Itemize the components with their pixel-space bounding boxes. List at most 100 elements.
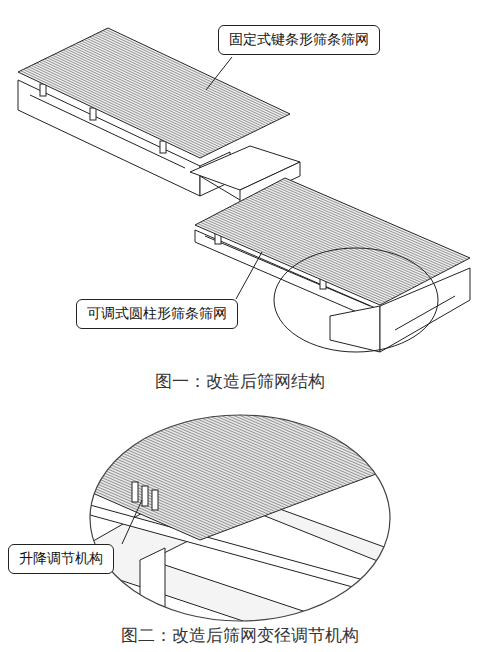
screen-bar [160, 425, 320, 495]
screen-bar [61, 462, 221, 532]
screen-bar [246, 393, 406, 463]
screen-bar [184, 416, 344, 486]
screen-bar [58, 53, 240, 139]
screen-bar [37, 63, 219, 149]
screen-bar [277, 381, 437, 451]
screen-bar [42, 60, 224, 146]
screen-bar [282, 179, 467, 259]
screen-bar [88, 452, 248, 522]
screen-bar [136, 434, 296, 504]
screen-bar [63, 50, 245, 136]
screen-bar [105, 446, 265, 516]
screen-bar [272, 185, 457, 265]
screen-bar [23, 69, 205, 155]
beam-web [140, 548, 165, 630]
screen-bar [79, 42, 261, 128]
screen-bar [211, 406, 371, 476]
end-chute-edge [395, 296, 455, 330]
screen-bar [263, 386, 423, 456]
screen-bar [232, 398, 392, 468]
screen-bar [98, 448, 258, 518]
detail-ellipse [274, 248, 438, 352]
screen-bar [150, 429, 310, 499]
screen-bar [81, 455, 241, 525]
screen-bar [256, 389, 416, 459]
screen-bar [205, 408, 365, 478]
figure-caption: 图二：改造后筛网变径调节机构 [121, 624, 359, 647]
screen-bar [253, 390, 413, 460]
screen-bar [67, 460, 227, 530]
screen-bar [277, 182, 462, 262]
screen-bar [122, 439, 282, 509]
screen-bar [76, 44, 258, 130]
screen-bar [261, 190, 446, 270]
screen-bar [29, 67, 211, 153]
screen-bar [259, 192, 444, 272]
screen-bar [222, 402, 382, 472]
screen-bar [218, 403, 378, 473]
callout-text: 固定式键条形筛条筛网 [229, 31, 369, 47]
screen-bar [187, 415, 347, 485]
screen-bar [256, 193, 441, 273]
screen-bar [191, 413, 351, 483]
screen-bar [71, 46, 253, 132]
screen-bar [163, 424, 323, 494]
screen-bar [126, 438, 286, 508]
screen-bar [266, 188, 451, 268]
screen-bar [167, 422, 327, 492]
callout-text: 升降调节机构 [19, 550, 103, 566]
callout-box: 升降调节机构 [8, 544, 114, 574]
screen-bar [21, 71, 203, 157]
screen-assembly [18, 28, 470, 352]
support-post [132, 482, 138, 502]
screen-bar [64, 461, 224, 531]
screen-bar [201, 410, 361, 480]
end-chute [330, 306, 380, 352]
screen-bar [102, 447, 262, 517]
support-post [152, 490, 158, 510]
figure-caption: 图一：改造后筛网结构 [155, 370, 325, 393]
detail-circle [90, 415, 390, 621]
screen-bar [170, 421, 330, 491]
screen-bar [119, 440, 279, 510]
leader-line [236, 252, 262, 299]
screen-bar [177, 419, 337, 489]
screen-bar [66, 49, 248, 135]
screen-bar [47, 467, 207, 537]
screen-deck [195, 178, 470, 305]
screen-deck [40, 380, 440, 540]
leader-line [122, 500, 142, 544]
screen-bar [31, 66, 213, 152]
screen-bar [44, 59, 226, 145]
screen-bar [57, 464, 217, 534]
screen-bar [109, 444, 269, 514]
screen-bar [139, 433, 299, 503]
detail-view [40, 380, 440, 640]
screen-bar [47, 58, 229, 144]
screen-bar [78, 456, 238, 526]
screen-bar [74, 457, 234, 527]
chute-edge [200, 176, 240, 200]
screen-bar [153, 428, 313, 498]
screen-bar [249, 392, 409, 462]
screen-bar [264, 189, 449, 269]
screen-bar [26, 68, 208, 154]
screen-bar [50, 56, 232, 142]
support-post [142, 486, 148, 506]
callout-text: 可调式圆柱形筛条筛网 [87, 305, 227, 321]
screen-bar [225, 401, 385, 471]
screen-bar [52, 55, 234, 141]
screen-bar [112, 443, 272, 513]
screen-bar [157, 426, 317, 496]
callout-box: 固定式键条形筛条筛网 [218, 25, 380, 55]
screen-bar [95, 449, 255, 519]
screen-bar [143, 431, 303, 501]
screen-bar [274, 184, 459, 264]
screen-bar [39, 62, 221, 148]
screen-bar [269, 186, 454, 266]
screen-bar [146, 430, 306, 500]
screen-bar [60, 51, 242, 137]
screen-bar [194, 412, 354, 482]
screen-bar [174, 420, 334, 490]
